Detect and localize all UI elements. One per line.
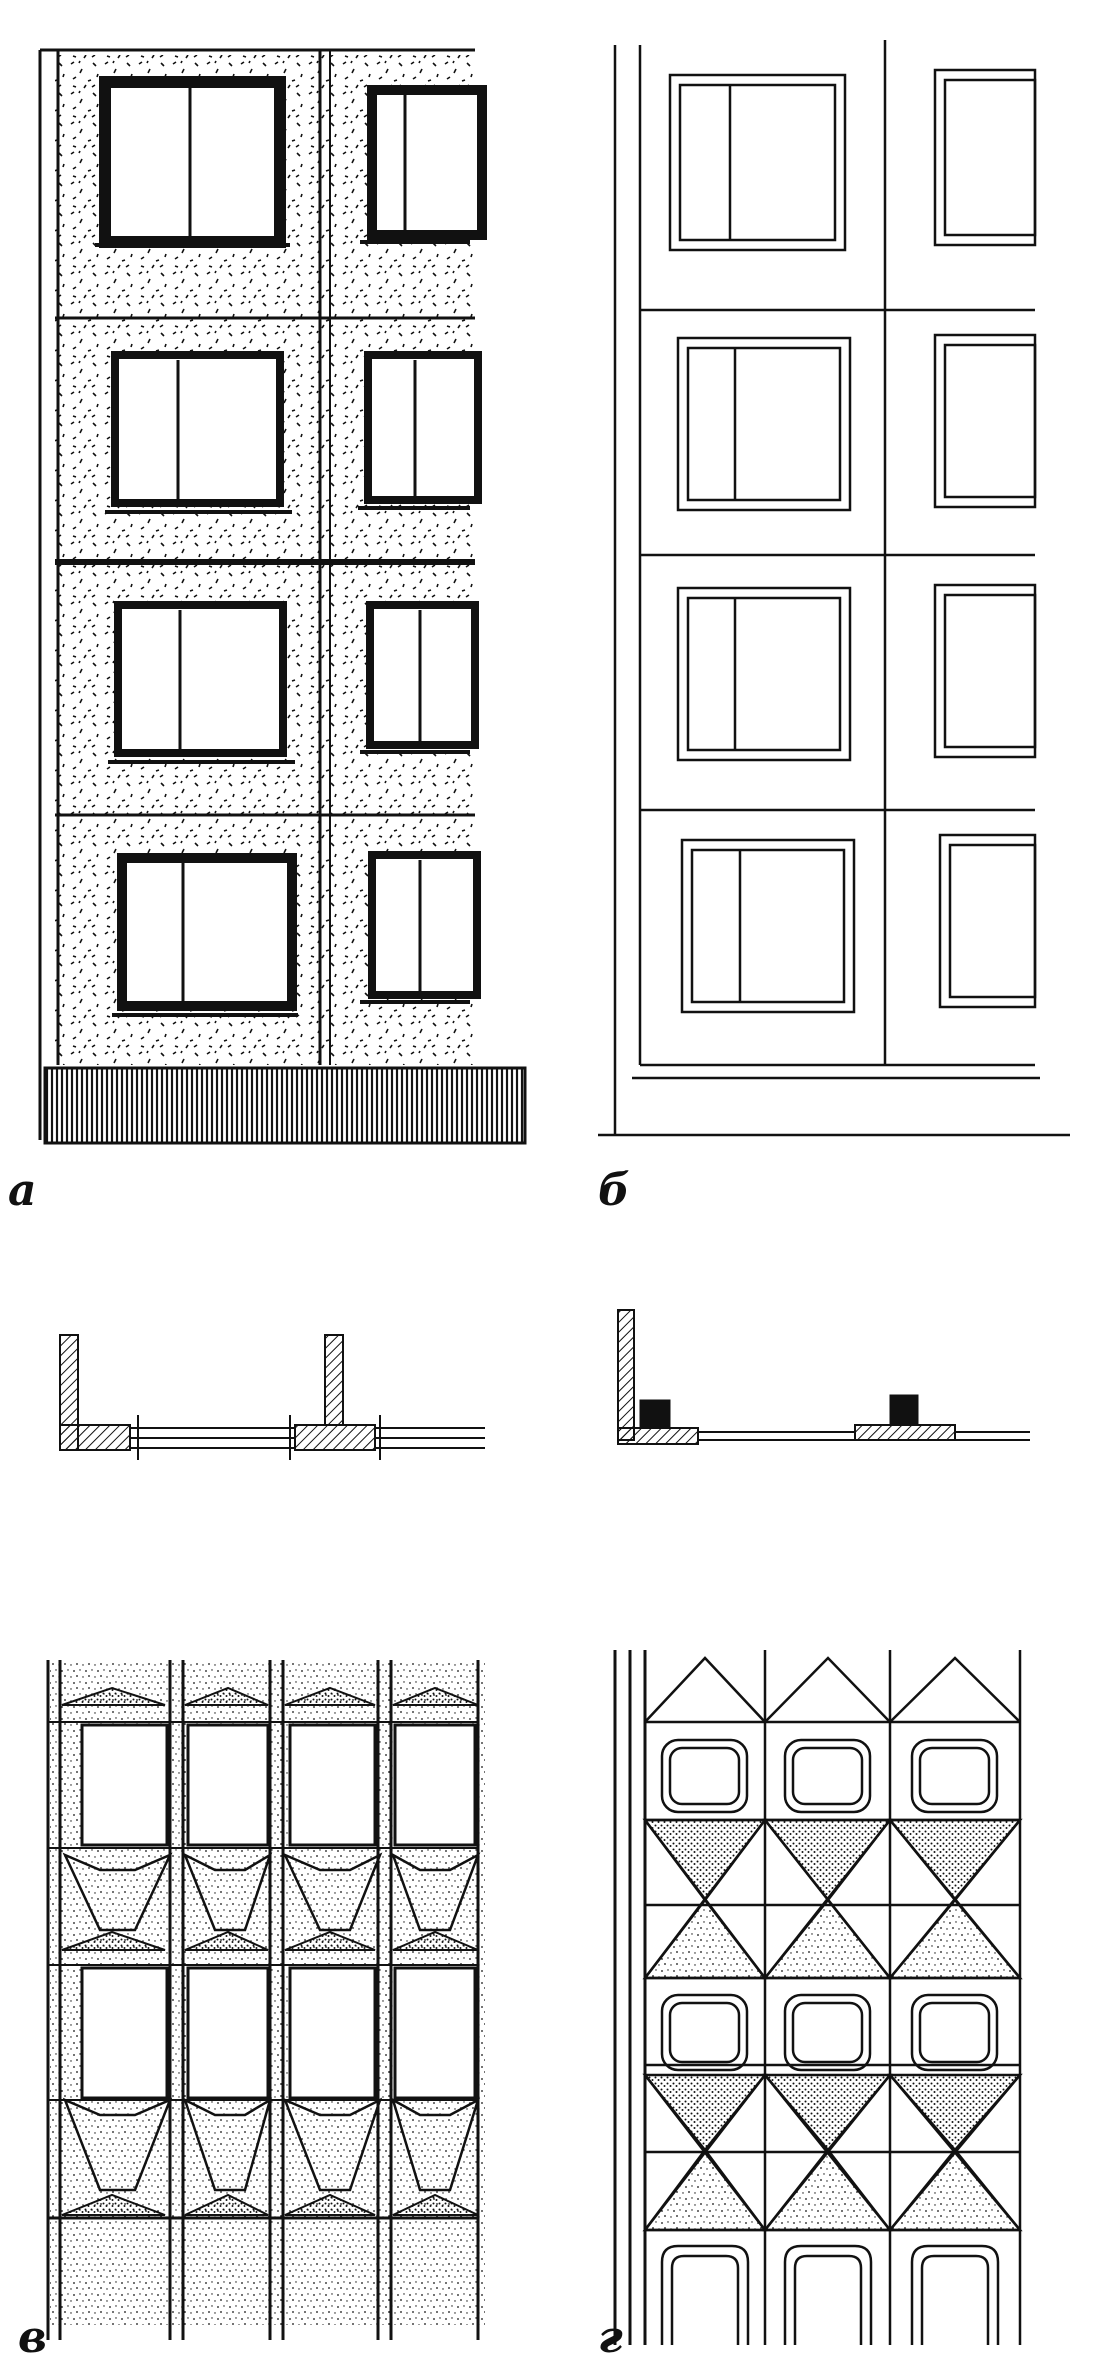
panel-a-section [59, 1334, 485, 1460]
panel-g-bottom-arches [660, 2244, 1000, 2345]
panel-g-rounded-windows-2 [660, 1993, 999, 2072]
panel-b-windows [668, 68, 1037, 1014]
panel-a-windows [95, 76, 487, 1017]
panel-v-window-row-1 [80, 1723, 477, 1847]
panel-g-x-band-1 [642, 1818, 1023, 1980]
panel-v-label: в [18, 2312, 47, 2357]
panel-a-label: а [8, 1165, 37, 1216]
panel-b-label: б [598, 1165, 630, 1216]
panel-g-x-band-2 [642, 2073, 1023, 2232]
panel-g-top-triangles [644, 1656, 1021, 1723]
panel-v-window-row-2 [80, 1966, 477, 2100]
panel-g-facade [613, 1650, 1023, 2345]
panel-b-facade [598, 40, 1070, 1137]
panel-a-facade [38, 48, 527, 1145]
panel-v-triangles [61, 1686, 479, 2216]
panel-v-facade [46, 1660, 485, 2340]
panel-b-section [617, 1309, 1030, 1445]
panel-g-rounded-windows-1 [660, 1738, 999, 1814]
panel-g-label: г [598, 2312, 623, 2357]
